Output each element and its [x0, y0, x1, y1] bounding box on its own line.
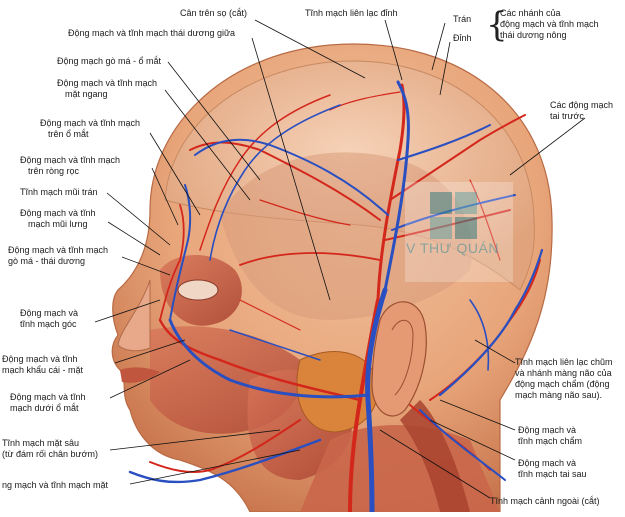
- label-nasofrontal-vein: Tĩnh mạch mũi trán: [20, 187, 98, 197]
- bracket-symbol: {: [486, 5, 508, 45]
- label-parietal: Đỉnh: [453, 33, 472, 43]
- label-superior-cranial-fascia: Cân trên sọ (cắt): [180, 8, 248, 18]
- watermark-logo: [405, 182, 513, 282]
- label-frontal: Trán: [453, 14, 472, 24]
- label-deep-facial-vein: Tĩnh mạch mặt sâu(từ đám rối chân bướm): [2, 438, 98, 459]
- watermark-text: V THƯ QUÁN: [406, 240, 499, 256]
- veins: [128, 80, 544, 515]
- sternocleidomastoid: [400, 400, 470, 512]
- label-parietal-emissary-vein: Tĩnh mạch liên lạc đỉnh: [305, 8, 398, 18]
- label-zygomatico-orbital-artery: Động mạch gò má - ổ mắt: [57, 56, 162, 66]
- temporalis-region: [220, 152, 472, 320]
- ear-inner: [391, 320, 414, 396]
- label-external-jugular: Tĩnh mạch cảnh ngoài (cắt): [490, 496, 600, 506]
- label-middle-temporal: Động mạch và tĩnh mạch thái dương giữa: [68, 28, 236, 38]
- nose: [117, 279, 151, 352]
- lips: [120, 367, 160, 383]
- leader-lines: [94, 19, 586, 499]
- eye: [177, 279, 219, 301]
- label-facial: ng mạch và tĩnh mạch mặt: [2, 480, 109, 490]
